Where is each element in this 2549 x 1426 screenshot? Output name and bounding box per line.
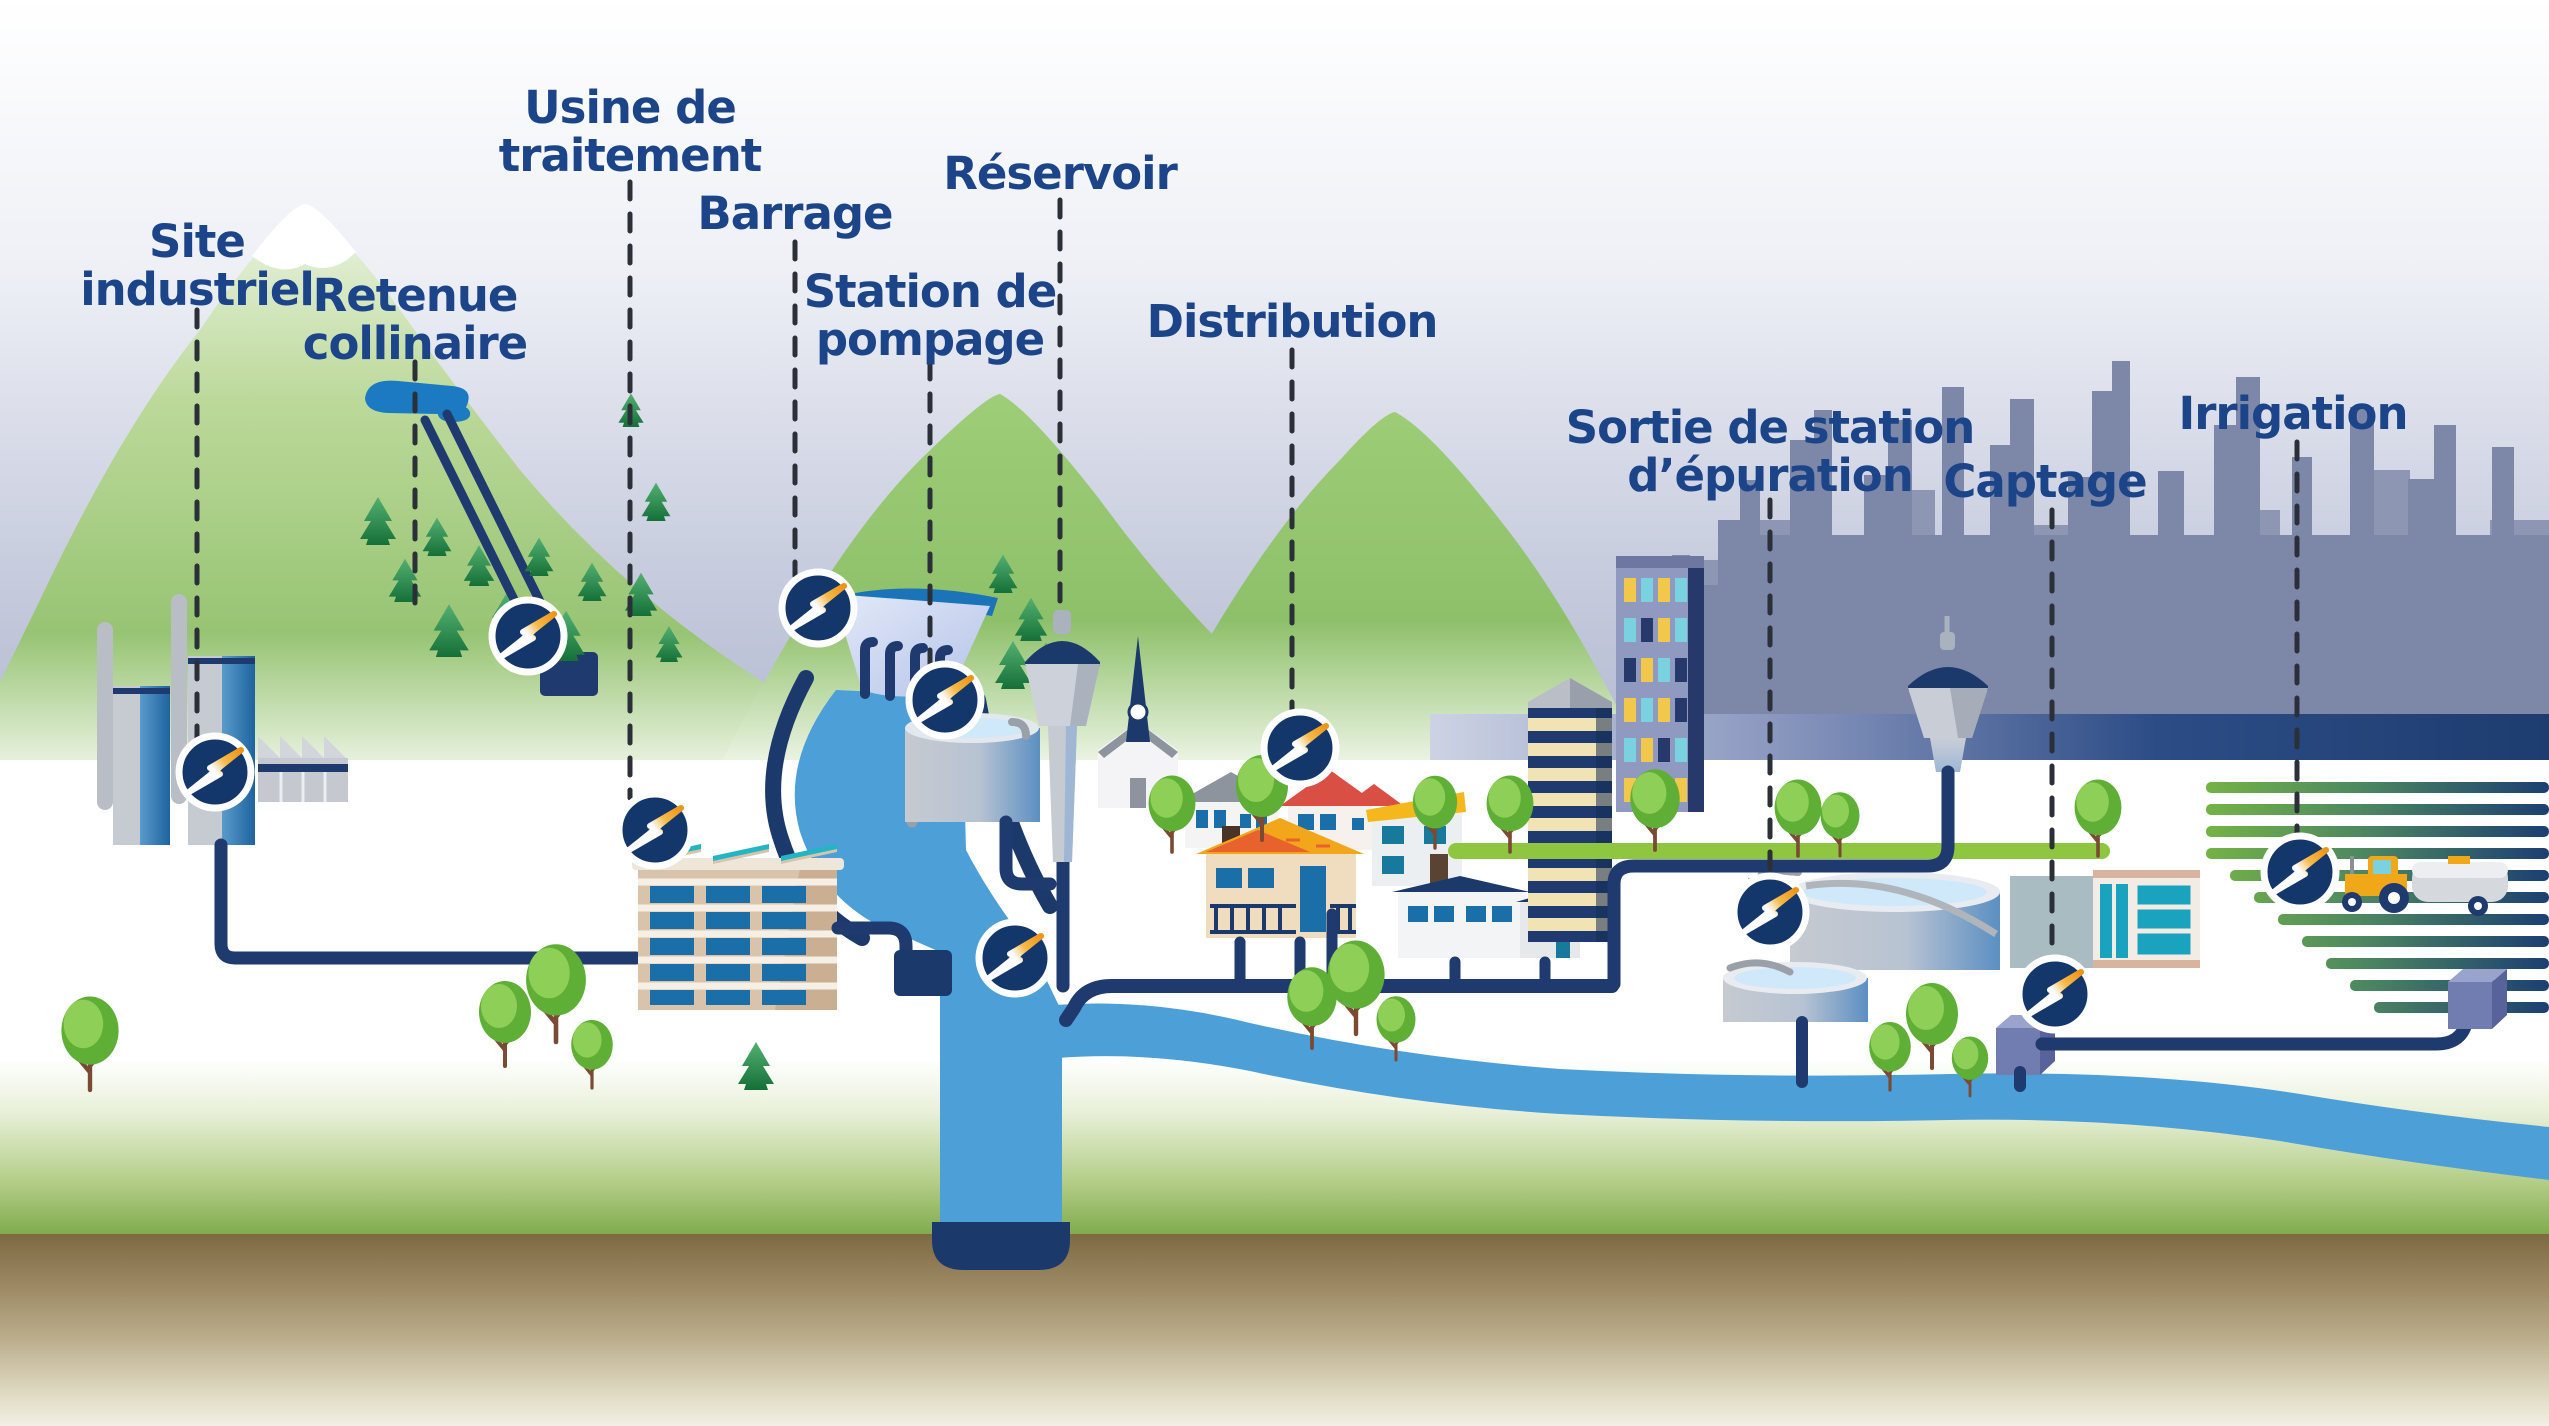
sensor-icon-usine [619, 794, 691, 866]
wastewater-plant [1723, 865, 2200, 1088]
label-distribution: Distribution [1146, 295, 1439, 348]
sensor-icon-epuration [1734, 876, 1806, 948]
building-teal-windows [2093, 870, 2200, 968]
label-site-industriel: Site industriel [80, 215, 315, 317]
clarifier-small [1723, 959, 1868, 1022]
river-underground-cap [932, 1222, 1070, 1270]
label-line: Retenue [312, 269, 519, 322]
soil [0, 1234, 2549, 1426]
outfall-box [894, 950, 952, 996]
label-line: traitement [498, 129, 762, 183]
irrigation-cube [2448, 969, 2507, 1029]
snow-cap [252, 204, 356, 270]
label-line: Station de [803, 265, 1058, 318]
building-gray [2010, 876, 2093, 968]
water-tower-reservoir [1025, 610, 1100, 993]
label-reservoir: Réservoir [943, 147, 1178, 200]
sensor-icon-retenue [492, 600, 564, 672]
label-line: pompage [815, 313, 1045, 367]
industrial-discharge-pipe [214, 838, 643, 965]
label-line: Irrigation [2178, 387, 2408, 440]
label-barrage: Barrage [697, 187, 893, 240]
leader-lines [194, 179, 2300, 961]
label-usine-de-traitement: Usine de traitement [498, 81, 762, 183]
label-station-de-pompage: Station de pompage [803, 265, 1058, 367]
label-line: Site [149, 215, 246, 268]
label-line: collinaire [302, 317, 528, 371]
tower-lavender [1616, 556, 1704, 812]
collector-pipe [1059, 979, 1619, 1027]
label-captage: Captage [1943, 455, 2147, 508]
plant-outfall-pipe [831, 921, 913, 965]
label-line: Usine de [524, 81, 737, 134]
grass-strip [1448, 843, 2110, 859]
sensor-icon-distribution [1264, 712, 1336, 784]
label-line: Réservoir [943, 147, 1178, 200]
sensor-icon-site-industriel [179, 736, 251, 808]
label-line: industriel [80, 263, 315, 317]
sensor-icon-reservoir [979, 922, 1051, 994]
balcony [1210, 904, 1296, 934]
label-sortie-station-epuration: Sortie de station d’épuration [1565, 401, 1976, 503]
office-building [1392, 876, 1584, 958]
label-line: Sortie de station [1565, 401, 1976, 454]
clarifier-large [1790, 872, 2000, 970]
label-line: d’épuration [1627, 449, 1914, 503]
sensor-icon-irrigation [2264, 836, 2336, 908]
label-line: Captage [1943, 455, 2147, 508]
label-retenue-collinaire: Retenue collinaire [302, 269, 528, 371]
sensor-icon-barrage [782, 572, 854, 644]
factory-sawtooth [258, 736, 348, 802]
sensor-icon-pompage [909, 664, 981, 736]
label-line: Distribution [1146, 295, 1439, 348]
label-irrigation: Irrigation [2178, 387, 2408, 440]
captage-feed-pipe [1607, 765, 1955, 991]
tractor-with-water-tank [2342, 856, 2508, 916]
captage-water-tower [1607, 616, 1988, 991]
label-line: Barrage [697, 187, 893, 240]
city-skyline [1628, 361, 2549, 745]
tower-navy-cream [1528, 678, 1612, 942]
sensor-icon-captage [2019, 958, 2091, 1030]
mountain-retenue [0, 205, 1100, 805]
